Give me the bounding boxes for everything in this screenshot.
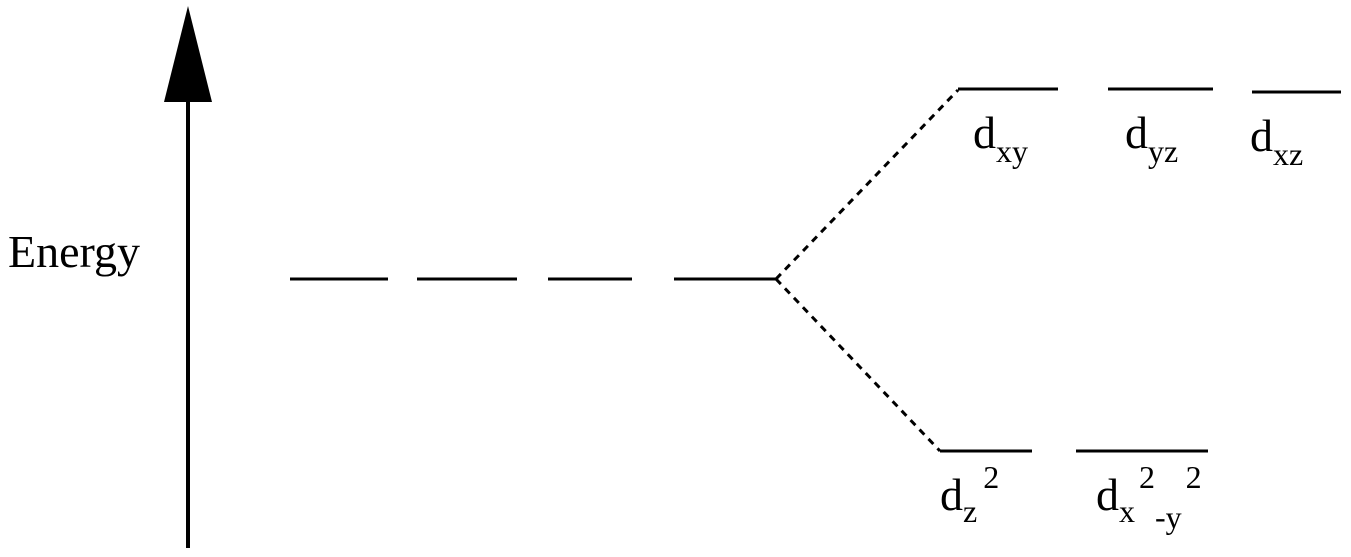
- dxy-orbital-label: dxy: [973, 107, 1028, 169]
- dxz-orbital-label: dxz: [1250, 110, 1303, 172]
- dz2-orbital-label: dz2: [940, 459, 999, 529]
- lower-level: dz2 dx2-y2: [940, 449, 1208, 535]
- lower-correlation-line: [774, 277, 942, 453]
- upper-correlation-line: [774, 88, 960, 281]
- energy-axis-arrowhead: [164, 6, 212, 102]
- energy-axis: Energy: [8, 6, 212, 548]
- dx2-y2-orbital-label: dx2-y2: [1096, 459, 1202, 535]
- upper-level: dxy dyz dxz: [958, 87, 1341, 172]
- splitting-lines: [774, 88, 960, 453]
- dyz-orbital-label: dyz: [1125, 107, 1178, 169]
- energy-axis-label: Energy: [8, 226, 140, 277]
